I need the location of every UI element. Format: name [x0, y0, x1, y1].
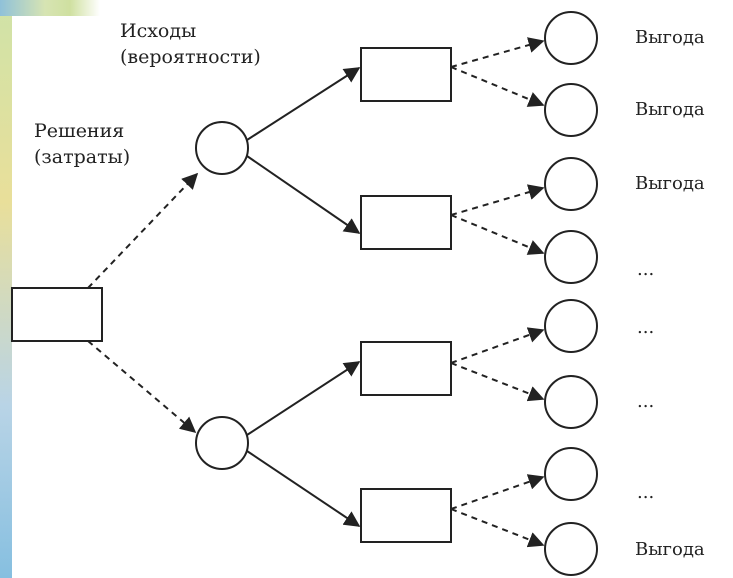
outcome-branch-2	[246, 155, 361, 234]
payoff-node-8	[544, 522, 598, 576]
outcomes-label-line1: Исходы	[120, 20, 197, 42]
payoff-label-5: ...	[637, 317, 655, 338]
payoff-branch-7	[450, 474, 545, 510]
payoff-branch-3	[450, 184, 545, 216]
payoff-label-4: ...	[637, 259, 655, 280]
decisions-label: Решения (затраты)	[34, 118, 130, 170]
outcome-branch-3	[246, 361, 361, 436]
payoff-label-7: ...	[637, 482, 655, 503]
outcomes-label: Исходы (вероятности)	[120, 18, 261, 70]
outcomes-label-line2: (вероятности)	[120, 46, 261, 68]
chance-node-upper	[195, 121, 249, 175]
payoff-label-8: Выгода	[635, 539, 705, 560]
payoff-branch-8	[450, 508, 545, 548]
payoff-label-1: Выгода	[635, 27, 705, 48]
payoff-label-3: Выгода	[635, 173, 705, 194]
decision-branch-lower	[87, 340, 197, 434]
root-decision-box	[11, 287, 103, 342]
outcome-box-4	[360, 488, 452, 543]
decorative-left-strip	[0, 0, 12, 578]
payoff-node-1	[544, 11, 598, 65]
payoff-branch-4	[450, 214, 545, 255]
decision-branch-upper	[87, 172, 199, 289]
decisions-label-line1: Решения	[34, 120, 125, 142]
payoff-branch-5	[450, 327, 545, 364]
payoff-node-2	[544, 83, 598, 137]
payoff-label-6: ...	[637, 391, 655, 412]
payoff-node-3	[544, 157, 598, 211]
payoff-node-6	[544, 375, 598, 429]
payoff-branch-2	[450, 66, 545, 107]
payoff-node-7	[544, 447, 598, 501]
outcome-box-1	[360, 47, 452, 102]
outcome-box-3	[360, 341, 452, 396]
outcome-branch-4	[246, 450, 361, 527]
outcome-branch-1	[246, 67, 361, 141]
payoff-label-2: Выгода	[635, 99, 705, 120]
payoff-node-4	[544, 230, 598, 284]
decorative-corner-art	[0, 0, 100, 16]
chance-node-lower	[195, 416, 249, 470]
payoff-branch-1	[450, 37, 545, 68]
payoff-branch-6	[450, 362, 545, 402]
decisions-label-line2: (затраты)	[34, 146, 131, 168]
outcome-box-2	[360, 195, 452, 250]
payoff-node-5	[544, 299, 598, 353]
